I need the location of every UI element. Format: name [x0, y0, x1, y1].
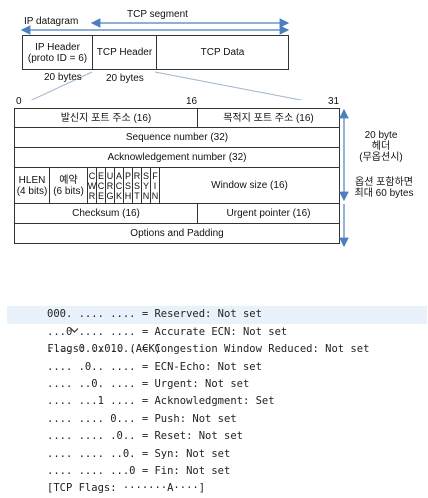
hlen-bits: (4 bits): [16, 185, 48, 197]
bit-16-label: 16: [186, 96, 198, 107]
ip-bytes-label: 20 bytes: [44, 72, 82, 83]
ack-cell: Acknowledgement number (32): [107, 152, 247, 163]
ip-header-box: IP Header (proto ID = 6): [22, 35, 93, 70]
bit-31-label: 31: [328, 96, 340, 107]
options-note: 옵션 포함하면 최대 60 bytes: [346, 177, 422, 199]
flag-line-ecn-echo[interactable]: .... .0.. .... = ECN-Echo: Not set: [47, 360, 262, 373]
window-cell: Window size (16): [159, 168, 339, 203]
reserved-label: 예약: [59, 174, 78, 186]
tcp-data-label: TCP Data: [200, 47, 245, 58]
flag-line-syn[interactable]: .... .... ..0. = Syn: Not set: [47, 447, 231, 460]
hlen-label: HLEN: [18, 174, 46, 186]
ip-datagram-label: IP datagram: [24, 16, 79, 27]
row-ports: 발신지 포트 주소 (16) 목적지 포트 주소 (16): [14, 108, 340, 128]
flags-tree-header[interactable]: Flags: 0x010 (ACK): [7, 289, 427, 355]
flags-tree: Flags: 0x010 (ACK) 000. .... .... = Rese…: [7, 289, 427, 498]
flag-line-fin[interactable]: .... .... ...0 = Fin: Not set: [47, 464, 231, 477]
chevron-down-icon[interactable]: [32, 306, 79, 358]
flag-line-urgent[interactable]: .... ..0. .... = Urgent: Not set: [47, 377, 250, 390]
ip-header-proto: (proto ID = 6): [27, 52, 88, 64]
checksum-cell: Checksum (16): [72, 208, 140, 219]
ip-header-label: IP Header: [35, 41, 80, 53]
options-note-2: 최대 60 bytes: [354, 188, 414, 199]
src-port-cell: 발신지 포트 주소 (16): [60, 112, 152, 124]
seq-cell: Sequence number (32): [125, 132, 229, 143]
tcp-data-box: TCP Data: [156, 35, 289, 70]
reserved-cell: 예약 (6 bits): [49, 168, 87, 203]
options-cell: Options and Padding: [130, 228, 224, 239]
flag-line-tcp-flags[interactable]: [TCP Flags: ·······A····]: [47, 482, 206, 495]
tcp-bytes-label: 20 bytes: [106, 73, 144, 84]
flag-line-push[interactable]: .... .... 0... = Push: Not set: [47, 412, 237, 425]
zoom-line-left: [30, 71, 93, 100]
tcp-segment-label: TCP segment: [127, 9, 188, 20]
zoom-line-right: [154, 71, 304, 100]
hlen-cell: HLEN (4 bits): [15, 168, 49, 203]
fixed-header-note-3: (무옵션시): [359, 152, 403, 163]
flag-line-reset[interactable]: .... .... .0.. = Reset: Not set: [47, 430, 243, 443]
flag-line-cwr[interactable]: .... 0... .... = Congestion Window Reduc…: [47, 343, 370, 356]
row-options: Options and Padding: [14, 224, 340, 244]
flag-line-accurate-ecn[interactable]: ...0 .... .... = Accurate ECN: Not set: [47, 325, 288, 338]
row-seq: Sequence number (32): [14, 128, 340, 148]
flag-line-reserved[interactable]: 000. .... .... = Reserved: Not set: [7, 306, 427, 324]
fixed-header-note-2: 헤더: [371, 141, 391, 152]
row-checksum: Checksum (16) Urgent pointer (16): [14, 204, 340, 224]
side-arrows: [339, 108, 349, 248]
flag-line-acknowledgment[interactable]: .... ...1 .... = Acknowledgment: Set: [47, 395, 275, 408]
urgent-cell: Urgent pointer (16): [197, 204, 339, 223]
flags-title: Flags: 0x010 (ACK): [47, 343, 162, 356]
dst-port-cell: 목적지 포트 주소 (16): [197, 109, 339, 127]
row-ack: Acknowledgement number (32): [14, 148, 340, 168]
options-note-1: 옵션 포함하면: [355, 177, 413, 188]
tcp-header-box: TCP Header: [92, 35, 157, 70]
reserved-bits: (6 bits): [53, 185, 84, 197]
bit-0-label: 0: [16, 96, 22, 107]
fixed-header-note-1: 20 byte: [364, 130, 398, 141]
top-arrows: [20, 18, 304, 100]
fixed-header-note: 20 byte 헤더 (무옵션시): [350, 130, 412, 163]
tcp-header-label: TCP Header: [96, 47, 153, 58]
